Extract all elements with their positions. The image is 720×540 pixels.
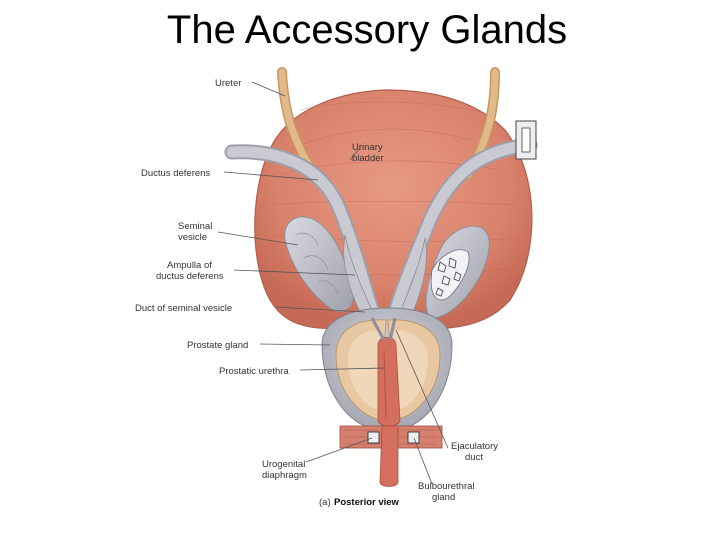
label-ampulla-1: Ampulla of — [167, 260, 212, 271]
label-bulbourethral-gland-1: Bulbourethral — [418, 481, 475, 492]
caption-prefix: (a) — [319, 497, 331, 508]
label-ampulla-2: ductus deferens — [156, 271, 224, 282]
label-urinary-bladder-1: Urinary — [352, 142, 383, 153]
slide-title: The Accessory Glands — [166, 8, 568, 52]
label-urinary-bladder-2: bladder — [352, 153, 384, 164]
label-prostatic-urethra: Prostatic urethra — [219, 366, 289, 377]
label-ejaculatory-duct-2: duct — [465, 452, 483, 463]
figure-caption: Posterior view — [334, 497, 400, 508]
label-ureter: Ureter — [215, 78, 241, 89]
prostatic-urethra — [377, 337, 401, 427]
bulbourethral-gland-left — [367, 431, 380, 444]
membranous-urethra — [379, 425, 399, 487]
label-urogenital-diaphragm-2: diaphragm — [262, 470, 307, 481]
label-seminal-vesicle-2: vesicle — [178, 232, 207, 243]
bulbourethral-gland-right — [407, 431, 420, 444]
label-seminal-vesicle-1: Seminal — [178, 221, 212, 232]
label-ductus-deferens: Ductus deferens — [141, 168, 210, 179]
label-duct-seminal-vesicle: Duct of seminal vesicle — [135, 303, 232, 314]
label-bulbourethral-gland-2: gland — [432, 492, 455, 503]
label-urogenital-diaphragm-1: Urogenital — [262, 459, 305, 470]
ejaculatory-ducts — [370, 317, 397, 341]
label-prostate-gland: Prostate gland — [187, 340, 248, 351]
label-ejaculatory-duct-1: Ejaculatory — [451, 441, 498, 452]
